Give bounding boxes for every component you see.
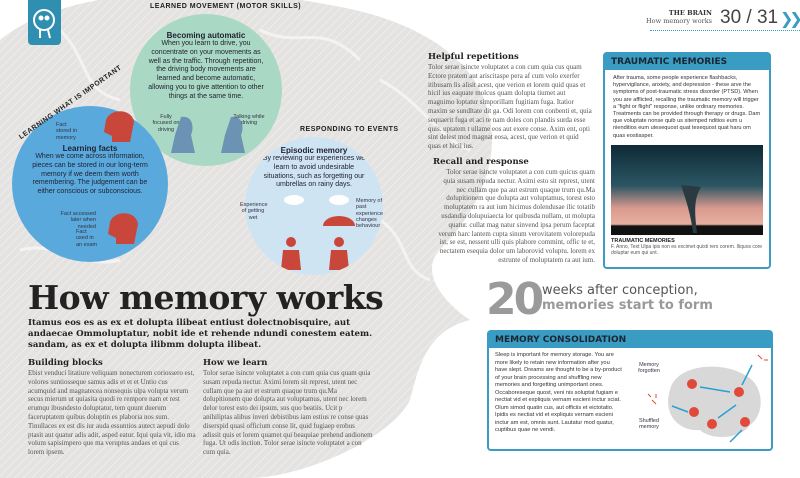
episodic-memory-circle: Episodic memory By reviewing our experie…: [245, 137, 383, 275]
section-body: Ebist venduci litatiure veliquam nonectu…: [28, 369, 196, 457]
photo-caption-title: TRAUMATIC MEMORIES: [611, 237, 675, 244]
section-heading: Recall and response: [433, 157, 529, 167]
section-heading: Helpful repetitions: [428, 52, 519, 62]
section-body: Tolor serae isincte voluptatet a con cum…: [438, 168, 595, 264]
episodic-caption-1: Experience of getting wet: [240, 202, 268, 221]
traumatic-memories-box: TRAUMATIC MEMORIES After trauma, some pe…: [603, 52, 771, 269]
memory-node: [734, 387, 744, 397]
section-icon: [28, 0, 61, 45]
fact-number: 20: [486, 274, 544, 325]
brain-diagram: [647, 354, 768, 443]
head-icon-stored: [104, 111, 134, 142]
section-how-we-learn: How we learn Tolor serae isincte volupta…: [203, 358, 373, 457]
learning-facts-circle: Learning facts When we come across infor…: [12, 106, 168, 262]
facts-text: When we come across information, pieces …: [32, 153, 148, 195]
section-heading: How we learn: [203, 358, 268, 368]
motor-caption-2: Talking while driving: [233, 114, 265, 127]
chevron-icon: ❯❯❯: [780, 9, 800, 28]
section-body: Tolor serae isincte voluptatet a con cum…: [203, 369, 373, 457]
episodic-caption-2: Memory of past experience changes behavi…: [356, 198, 383, 230]
motor-label: LEARNED MOVEMENT (MOTOR SKILLS): [150, 3, 302, 10]
facts-title: Learning facts: [62, 144, 118, 153]
page-title: How memory works: [28, 278, 384, 317]
header-section: THE BRAIN: [668, 9, 712, 17]
memory-node: [707, 419, 717, 429]
page-numbers: 30 / 31: [720, 7, 779, 28]
facts-caption-1: Fact stored in memory: [56, 122, 78, 141]
driving-figures: [171, 116, 245, 154]
fact-text: weeks after conception, memories start t…: [542, 283, 713, 313]
header-subsection: How memory works: [645, 17, 712, 25]
box-title: MEMORY CONSOLIDATION: [489, 332, 771, 348]
section-body: Tolor serae isincte voluptatet a con cum…: [428, 63, 592, 151]
tornado-photo: [611, 144, 763, 235]
motor-text: When you learn to drive, you concentrate…: [148, 40, 264, 100]
episodic-title: Episodic memory: [280, 146, 348, 155]
header-divider: [650, 30, 800, 31]
fact-line-1: weeks after conception,: [542, 283, 698, 298]
fact-line-2: memories start to form: [542, 298, 713, 313]
facts-caption-3: Fact used in an exam: [76, 229, 98, 248]
section-heading: Building blocks: [28, 358, 103, 368]
box-title: TRAUMATIC MEMORIES: [605, 54, 769, 70]
running-header: THE BRAIN How memory works: [620, 9, 712, 25]
label-memory-forgotten: Memory forgotten: [638, 362, 660, 375]
photo-caption: F. Anno, Text Ulpa ipis non es excimet q…: [611, 243, 763, 256]
intro-text: Itamus eos es as ex et dolupta ilibeat e…: [28, 318, 373, 350]
section-building-blocks: Building blocks Ebist venduci litatiure …: [28, 358, 196, 457]
umbrella-figures: [281, 195, 355, 270]
label-shuffled-memory: Shuffled memory: [638, 418, 660, 431]
box-text: Sleep is important for memory storage. Y…: [495, 352, 622, 433]
facts-caption-2: Fact accessed later when needed: [60, 211, 96, 230]
motor-skills-circle: Becoming automatic When you learn to dri…: [130, 14, 282, 166]
memory-node: [689, 407, 699, 417]
head-icon-accessed: [108, 213, 138, 244]
section-recall-response: Recall and response Tolor serae isincte …: [433, 157, 595, 265]
motor-caption-1: Fully focused on driving: [152, 114, 180, 133]
section-helpful-repetitions: Helpful repetitions Tolor serae isincte …: [428, 52, 593, 151]
box-text: After trauma, some people experience fla…: [613, 75, 761, 139]
memory-node: [740, 417, 750, 427]
memory-node: [687, 379, 697, 389]
episodic-text: By reviewing our experiences we learn to…: [262, 155, 366, 189]
motor-title: Becoming automatic: [166, 31, 246, 40]
episodic-label: RESPONDING TO EVENTS: [300, 126, 399, 133]
